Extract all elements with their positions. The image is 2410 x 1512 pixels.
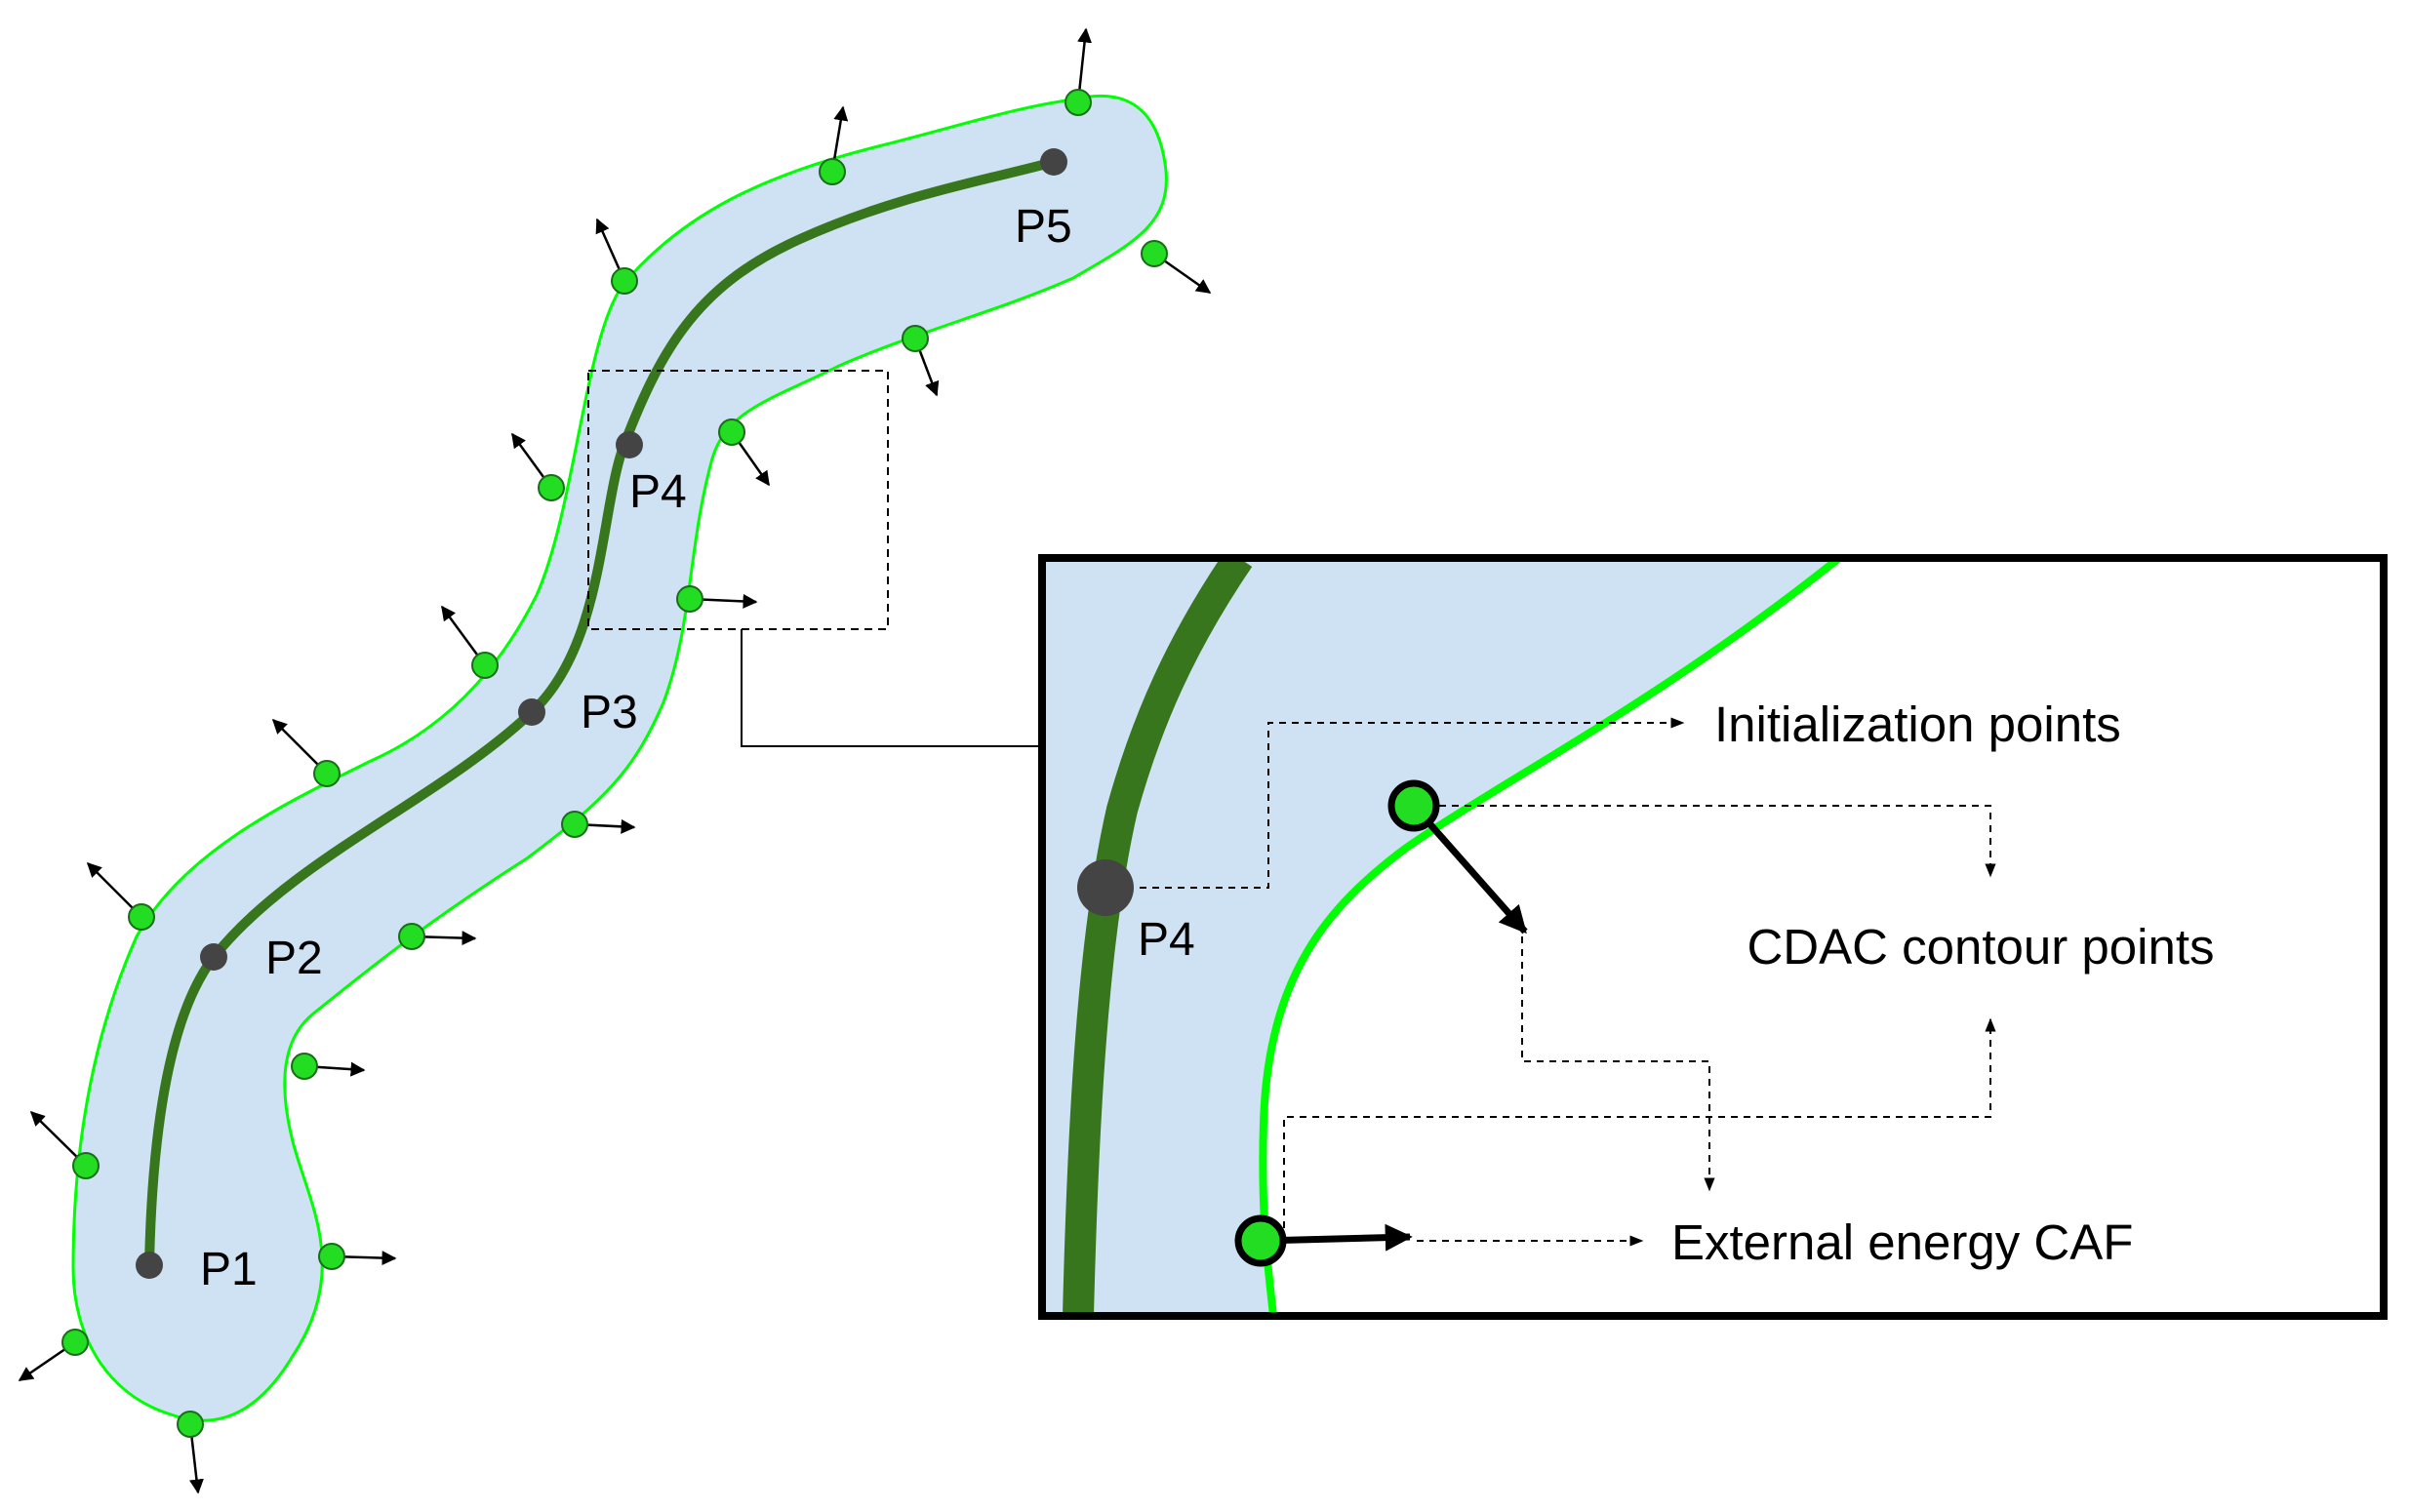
contour-point (676, 585, 703, 613)
zoom-selection-box (587, 370, 889, 630)
label-p5: P5 (1015, 201, 1072, 253)
inset-vessel-region (1042, 558, 1839, 1316)
legend-initialization-points: Initialization points (1714, 696, 2121, 752)
contour-point (291, 1053, 318, 1080)
contour-point (611, 267, 638, 295)
centerline (144, 157, 1059, 1270)
centerline-points (136, 148, 1067, 1279)
centerline-point-p5 (1040, 148, 1067, 176)
inset-centerline-point-p4 (1077, 859, 1134, 916)
inset-label-p4: P4 (1138, 914, 1195, 966)
contour-points (61, 89, 1168, 1438)
contour-point (318, 1243, 345, 1270)
contour-point (902, 325, 929, 352)
centerline-point-p4 (616, 431, 643, 458)
legend-connectors (1140, 717, 1996, 1247)
centerline-point-p3 (518, 698, 545, 726)
contour-point (398, 923, 425, 950)
contour-point (128, 903, 155, 931)
contour-point (819, 158, 846, 185)
contour-point (1141, 240, 1168, 267)
main-view: P1 P2 P3 P4 P5 (18, 27, 1212, 1494)
vessel-region (71, 94, 1168, 1422)
label-p4: P4 (629, 466, 687, 518)
zoom-inset: P4 Initialization points CDAC contour po… (1038, 554, 2388, 1320)
contour-point (1064, 89, 1092, 116)
inset-contour-point (1387, 779, 1440, 832)
contour-point (561, 811, 588, 838)
centerline-point-p1 (136, 1252, 163, 1279)
inset-centerline (1063, 558, 1253, 1316)
contour-point (471, 652, 499, 679)
contour-point (718, 418, 745, 446)
legend-cdac-contour-points: CDAC contour points (1747, 919, 2214, 975)
contour-point (313, 760, 341, 787)
inset-contour (1259, 558, 1842, 1316)
inset-frame (1038, 554, 2388, 1320)
label-p3: P3 (581, 687, 638, 738)
centerline-point-p2 (200, 943, 227, 971)
zoom-connector (741, 629, 1042, 747)
contour-point (538, 474, 565, 501)
contour-point (177, 1411, 204, 1438)
label-p1: P1 (200, 1244, 258, 1295)
contour-point (72, 1152, 100, 1179)
inset-contour-point (1234, 1214, 1287, 1267)
legend-external-energy: External energy CAF (1671, 1214, 2133, 1270)
label-p2: P2 (265, 933, 323, 984)
contour-point (61, 1329, 89, 1356)
